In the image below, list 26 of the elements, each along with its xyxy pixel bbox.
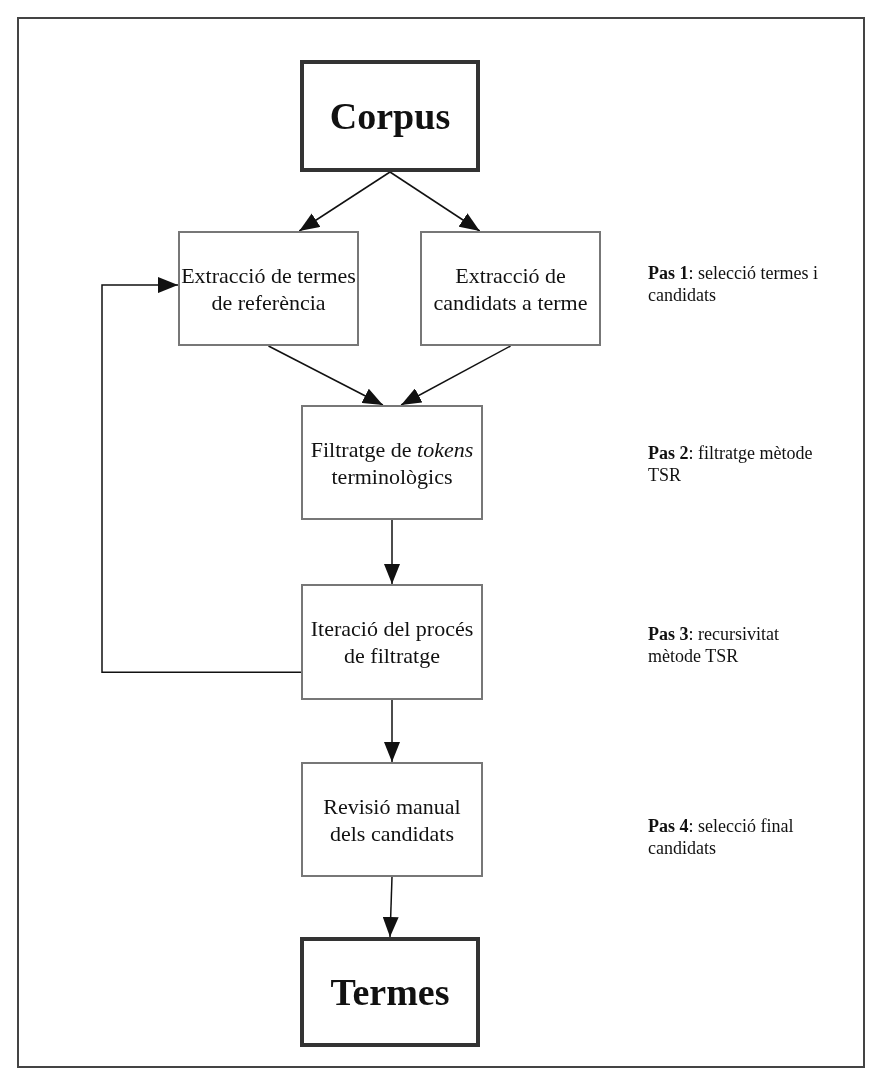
process-box (301, 405, 483, 520)
arrow (382, 876, 399, 938)
step-note: Pas 1: selecció termes i candidats (648, 262, 818, 306)
process-box (420, 231, 601, 346)
arrow (384, 519, 400, 585)
arrow (298, 171, 391, 232)
node-text: Extracció de termes de referència (180, 261, 357, 316)
node-text: Corpus (329, 94, 451, 138)
node-text: Extracció de candidats a terme (432, 261, 589, 316)
terminal-box (300, 60, 480, 172)
arrow (400, 345, 512, 406)
node-text: Termes (330, 970, 450, 1014)
terminal-box (300, 937, 480, 1047)
process-box (301, 762, 483, 877)
step-note: Pas 2: filtratge mètode TSR (648, 442, 813, 486)
node-text: Revisió manual dels candidats (322, 792, 462, 847)
node-text: Iteració del procés de filtratge (309, 615, 475, 669)
process-box (178, 231, 359, 346)
arrow (384, 699, 400, 763)
arrow (389, 171, 481, 232)
step-note: Pas 4: selecció final candidats (648, 815, 795, 859)
arrow (267, 345, 384, 406)
arrow (101, 277, 302, 673)
node-text: Filtratge de tokens terminològics (309, 435, 475, 490)
step-note: Pas 3: recursivitat mètode TSR (648, 623, 780, 667)
process-box (301, 584, 483, 700)
